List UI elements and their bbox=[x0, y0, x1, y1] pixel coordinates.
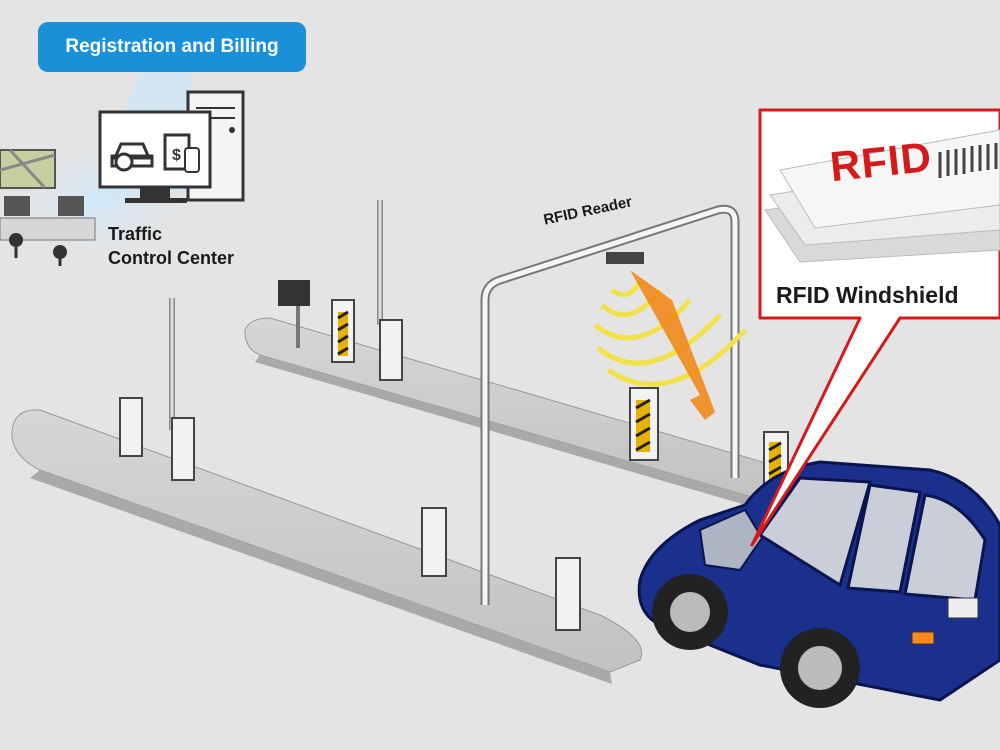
car-search-icon bbox=[110, 142, 154, 172]
booth-post-2 bbox=[171, 417, 195, 481]
invoice-icon: $ bbox=[163, 133, 200, 173]
signal-bolt bbox=[630, 270, 720, 440]
car-icon bbox=[637, 460, 1000, 708]
windshield-callout bbox=[750, 108, 1000, 547]
toll-booth-post bbox=[379, 319, 403, 381]
svg-text:$: $ bbox=[172, 147, 181, 164]
traffic-control-center: $ bbox=[0, 72, 245, 270]
traffic-label-line1: Traffic bbox=[108, 224, 163, 244]
toll-gate-1 bbox=[331, 299, 355, 363]
back-toll-island bbox=[244, 200, 798, 515]
display-sign bbox=[278, 280, 310, 306]
booth-post-1 bbox=[119, 397, 143, 457]
toll-gantry-icon bbox=[480, 204, 740, 605]
toll-gate-2 bbox=[629, 387, 659, 461]
rfid-windshield-label: RFID Windshield bbox=[776, 282, 959, 308]
front-toll-island bbox=[11, 298, 642, 684]
traffic-label-line2: Control Center bbox=[108, 248, 234, 268]
booth-post-4 bbox=[555, 557, 581, 631]
rfid-tag-icon bbox=[764, 129, 1000, 263]
booth-post-3 bbox=[421, 507, 447, 577]
traffic-control-center-label: Traffic Control Center bbox=[108, 222, 234, 270]
rfid-reader-icon bbox=[606, 252, 644, 264]
map-screen-icon bbox=[0, 148, 56, 190]
control-room-icon bbox=[0, 196, 96, 266]
registration-billing-label: Registration and Billing bbox=[38, 22, 306, 72]
